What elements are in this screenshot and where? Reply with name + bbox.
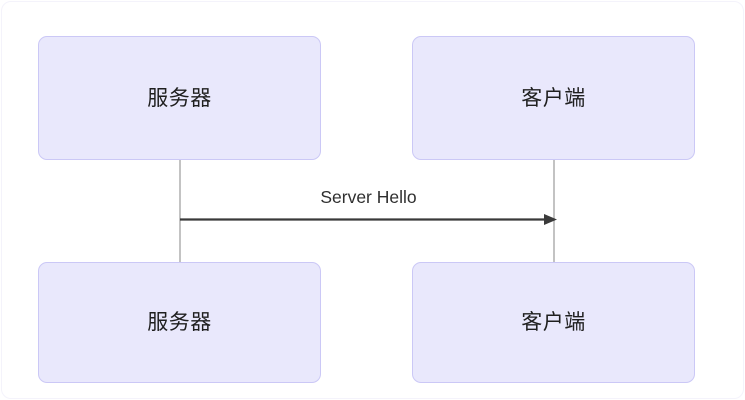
lifeline-server — [179, 160, 181, 263]
participant-label-client-bottom: 客户端 — [521, 311, 586, 334]
participant-label-server-top: 服务器 — [147, 86, 212, 110]
participant-box-client-bottom[interactable]: 客户端 — [412, 262, 695, 383]
lifeline-client — [553, 160, 555, 263]
participant-box-client-top[interactable]: 客户端 — [412, 36, 695, 160]
participant-label-server-bottom: 服务器 — [147, 311, 212, 334]
participant-box-server-bottom[interactable]: 服务器 — [38, 262, 321, 383]
participant-label-client-top: 客户端 — [521, 86, 586, 110]
participant-box-server-top[interactable]: 服务器 — [38, 36, 321, 160]
message-label-server-hello: Server Hello — [320, 187, 417, 207]
message-server-hello[interactable]: Server Hello — [179, 186, 558, 226]
arrow-right-icon — [180, 214, 557, 225]
